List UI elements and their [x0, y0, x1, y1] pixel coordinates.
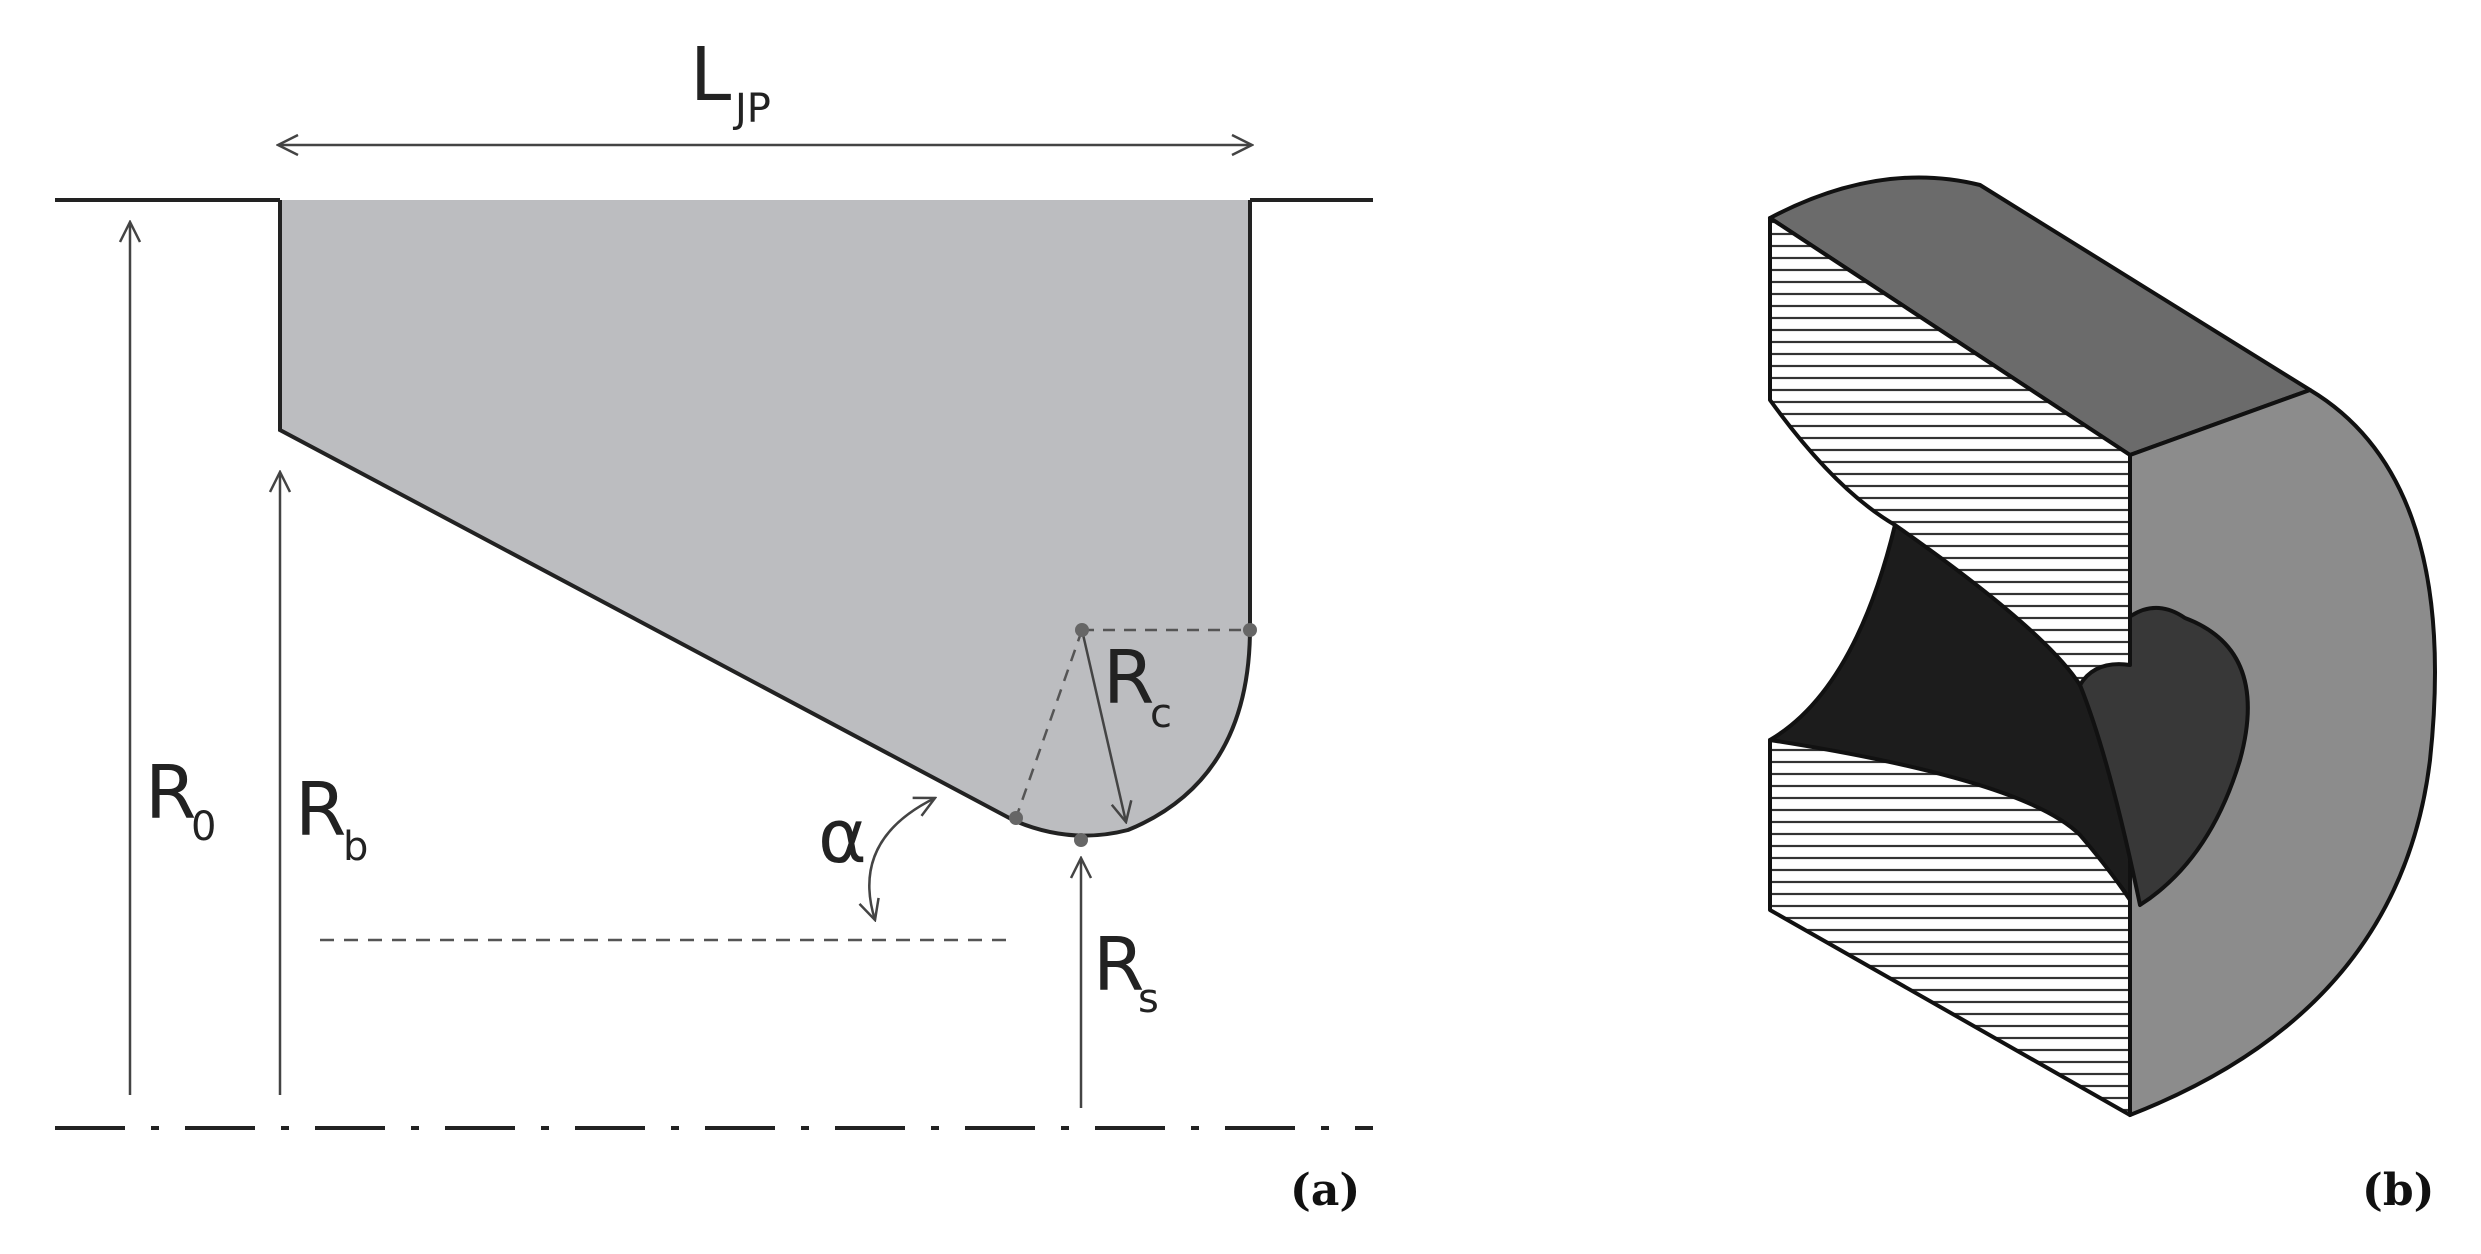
- angle-symbol: α: [818, 794, 867, 880]
- base-radius-symbol: R: [295, 767, 346, 853]
- angle-arc-arrow: [869, 798, 935, 920]
- corner-radius-subscript: c: [1150, 691, 1172, 737]
- nozzle-outer-face: [2128, 388, 2437, 1117]
- nozzle-top-face: [1768, 175, 2312, 457]
- throat-point: [1074, 833, 1088, 847]
- tangent-point-cone: [1009, 811, 1023, 825]
- panel-a-label: (a): [1290, 1165, 1360, 1216]
- corner-radius-arrow: [1080, 629, 1126, 822]
- nozzle-profile-area: [280, 200, 1250, 836]
- nozzle-throat-surface: [2078, 606, 2250, 907]
- corner-radius-symbol: R: [1103, 635, 1154, 721]
- throat-radius-subscript: s: [1138, 976, 1159, 1022]
- panel-a-cross-section: L JP R 0 R b R s R c α (a): [55, 32, 1373, 1216]
- nozzle-contour-line: [278, 200, 1252, 838]
- base-radius-subscript: b: [343, 824, 368, 870]
- lower-cut-face: [1768, 738, 2132, 1117]
- corner-center-point: [1075, 623, 1089, 637]
- outer-radius-subscript: 0: [191, 804, 216, 850]
- tangent-point-wall: [1243, 623, 1257, 637]
- panel-b-cutaway-view: (b): [1768, 175, 2437, 1216]
- panel-b-label: (b): [2362, 1165, 2434, 1216]
- throat-radius-symbol: R: [1093, 922, 1144, 1008]
- length-symbol: L: [690, 32, 731, 118]
- upper-cut-face: [1768, 216, 2132, 687]
- length-subscript: JP: [732, 86, 771, 132]
- outer-radius-symbol: R: [145, 750, 196, 836]
